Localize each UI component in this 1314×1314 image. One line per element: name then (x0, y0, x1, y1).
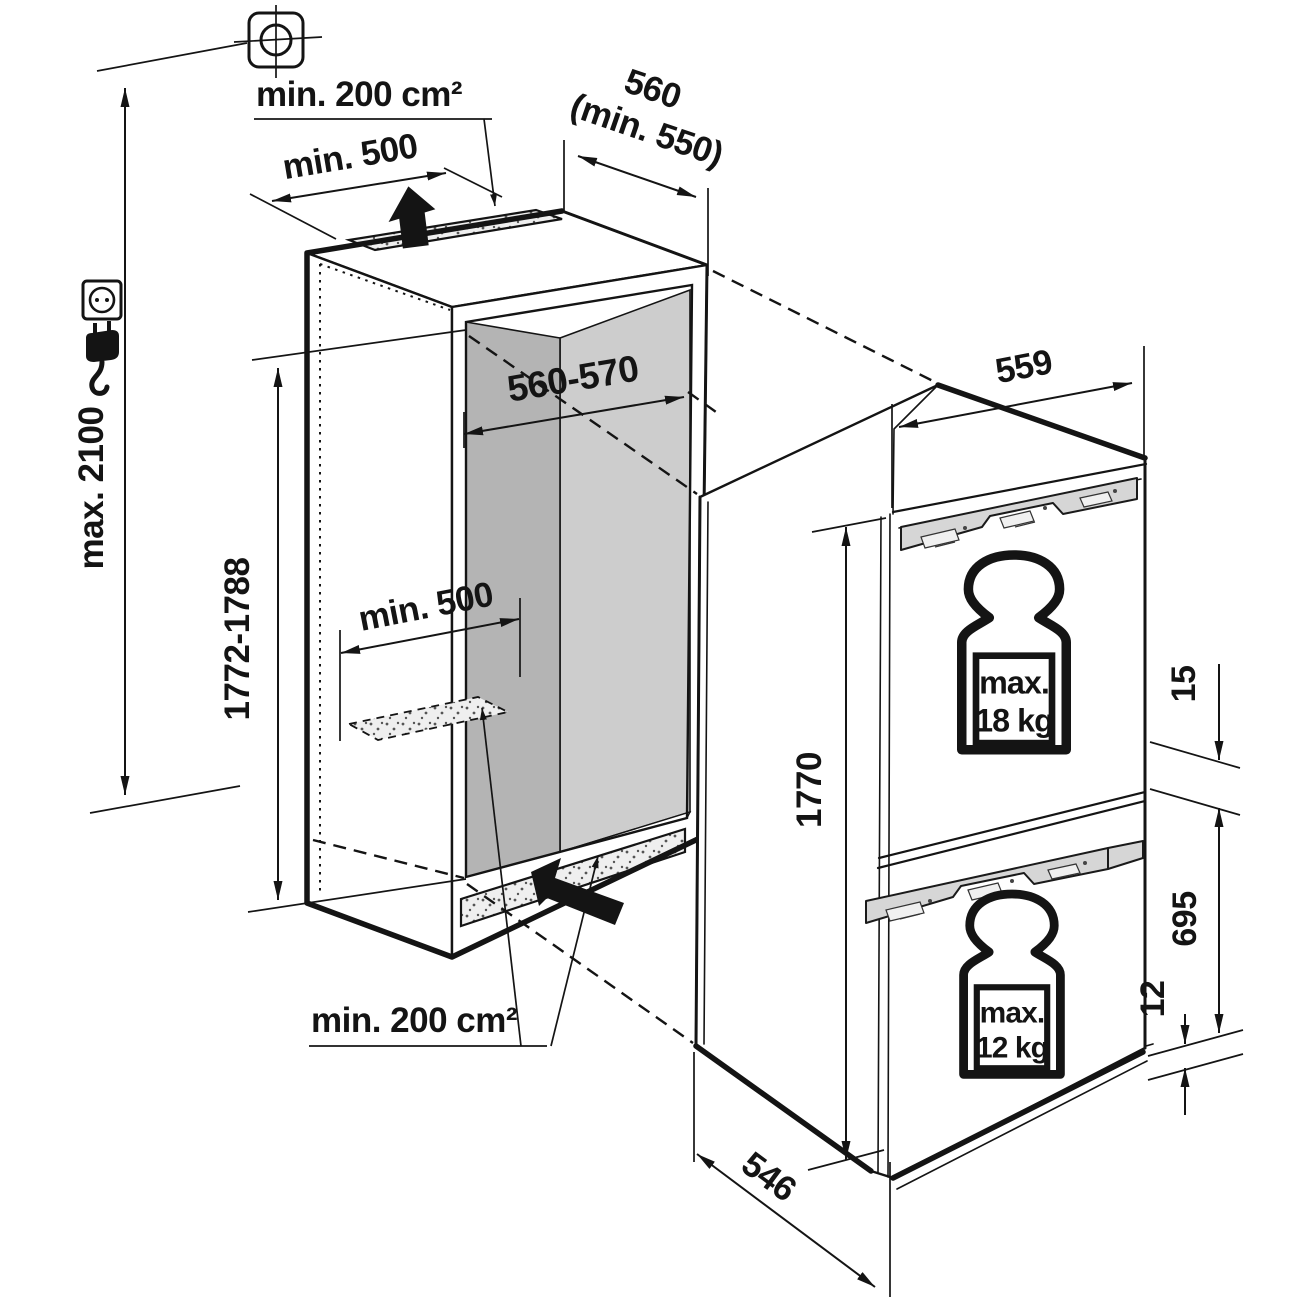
label-top-clearance: min. 500 (280, 126, 421, 187)
dim-top-vent: min. 200 cm² (254, 75, 497, 207)
dim-max-height: max. 2100 (72, 88, 241, 814)
upper-load-value: 18 kg (975, 703, 1053, 739)
door-gap-upper-line (877, 790, 1147, 860)
door-left-edge-inner (887, 513, 891, 1178)
airflow-in-arrow (531, 858, 624, 925)
door-gap-lower-line (876, 799, 1147, 870)
dim-bottom-vent: min. 200 cm² (309, 707, 599, 1047)
niche-opening-frame (464, 283, 694, 879)
appliance: max. 18 kg max. 12 kg (693, 382, 1154, 1190)
power-socket-icon (81, 279, 123, 321)
upper-bracket-strip (900, 477, 1138, 551)
door-left-edge-outer (877, 516, 882, 1173)
label-bottom-gap: 12 (1134, 981, 1172, 1018)
cabinet-niche (304, 186, 709, 960)
niche-hidden-floor-edge (312, 838, 465, 880)
upper-load-prefix: max. (979, 665, 1049, 701)
label-bottom-vent: min. 200 cm² (311, 1001, 517, 1040)
weight-12kg-icon: max. 12 kg (959, 889, 1065, 1079)
dim-top-gap: 15 (1149, 664, 1241, 816)
label-appliance-depth: 546 (734, 1144, 803, 1209)
appliance-back-left-inner (703, 501, 709, 1045)
appliance-top-left-edge (699, 384, 939, 498)
projection-top (712, 269, 934, 383)
label-appliance-width: 559 (992, 342, 1055, 391)
label-lower-door-height: 695 (1166, 891, 1204, 946)
projection-stub (687, 391, 717, 413)
appliance-back-left-edge (694, 495, 702, 1048)
bottom-right-step (1140, 1043, 1154, 1055)
lower-load-value: 12 kg (976, 1032, 1048, 1065)
lower-door-bottom-edge (890, 1049, 1146, 1181)
appliance-bottom-edge (896, 1060, 1148, 1190)
dim-lower-door-height: 695 (1166, 808, 1224, 1033)
niche-top-back-edge (560, 209, 709, 267)
label-appliance-height: 1770 (790, 752, 829, 828)
lower-bracket-strip (865, 840, 1144, 924)
power-plug-icon (86, 321, 119, 396)
weight-18kg-icon: max. 18 kg (956, 550, 1072, 755)
lower-load-prefix: max. (980, 996, 1045, 1029)
label-max-height: max. 2100 (72, 407, 111, 570)
label-niche-height: 1772-1788 (218, 558, 257, 721)
plinth-vent-strip (459, 827, 687, 928)
label-top-vent: min. 200 cm² (256, 75, 462, 114)
dim-niche-height: 1772-1788 (218, 329, 467, 913)
label-top-gap: 15 (1165, 666, 1203, 703)
junction-box-icon (96, 5, 323, 78)
floor-vent-strip (346, 696, 511, 741)
appliance-top-front-edge (891, 462, 1148, 514)
dim-bottom-gap: 12 (1134, 981, 1244, 1115)
